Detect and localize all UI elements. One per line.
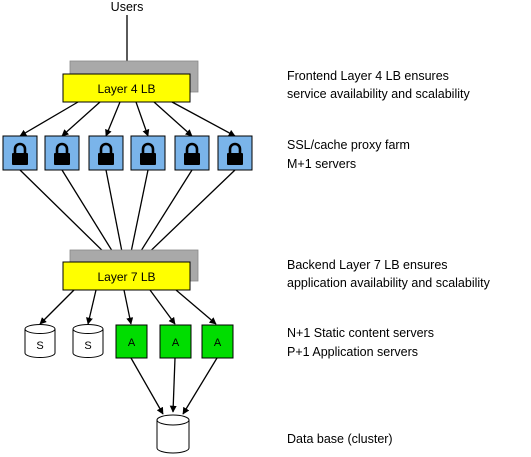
proxy-desc-line2: M+1 servers (287, 157, 356, 171)
database-desc: Data base (cluster) (287, 432, 393, 446)
frontend-desc-line1: Frontend Layer 4 LB ensures (287, 69, 449, 83)
app-server-label: A (214, 337, 222, 349)
proxy-server-3 (88, 135, 124, 171)
layer4-lb: Layer 4 LB (62, 60, 199, 103)
layer7-lb-label: Layer 7 LB (97, 270, 155, 284)
users-label: Users (111, 0, 144, 14)
servers-desc-line2: P+1 Application servers (287, 345, 418, 359)
servers-desc-line1: N+1 Static content servers (287, 326, 434, 340)
proxy-desc-line1: SSL/cache proxy farm (287, 138, 410, 152)
backend-desc-line1: Backend Layer 7 LB ensures (287, 258, 448, 272)
proxy-to-layer7-arrows (19, 169, 236, 263)
static-server-1: S (24, 324, 56, 358)
proxy-server-4 (130, 135, 166, 171)
layer7-to-server-arrows (39, 289, 217, 325)
proxy-server-1 (2, 135, 38, 171)
static-server-2: S (72, 324, 104, 358)
app-server-label: A (128, 337, 136, 349)
proxy-server-6 (217, 135, 253, 171)
proxy-farm (2, 135, 253, 171)
proxy-server-5 (174, 135, 210, 171)
app-to-db-arrows (130, 357, 218, 415)
layer4-lb-label: Layer 4 LB (97, 82, 155, 96)
app-server-label: A (172, 337, 180, 349)
backend-desc-line2: application availability and scalability (287, 276, 491, 290)
database-cylinder (156, 414, 190, 454)
app-server-3: A (201, 324, 234, 359)
proxy-server-2 (44, 135, 80, 171)
frontend-desc-line2: service availability and scalability (287, 87, 470, 101)
layer4-to-proxy-arrows (19, 101, 236, 137)
static-server-label: S (36, 340, 43, 352)
static-server-label: S (84, 340, 91, 352)
app-server-2: A (159, 324, 192, 359)
layer7-lb: Layer 7 LB (62, 249, 199, 291)
app-server-1: A (115, 324, 148, 359)
